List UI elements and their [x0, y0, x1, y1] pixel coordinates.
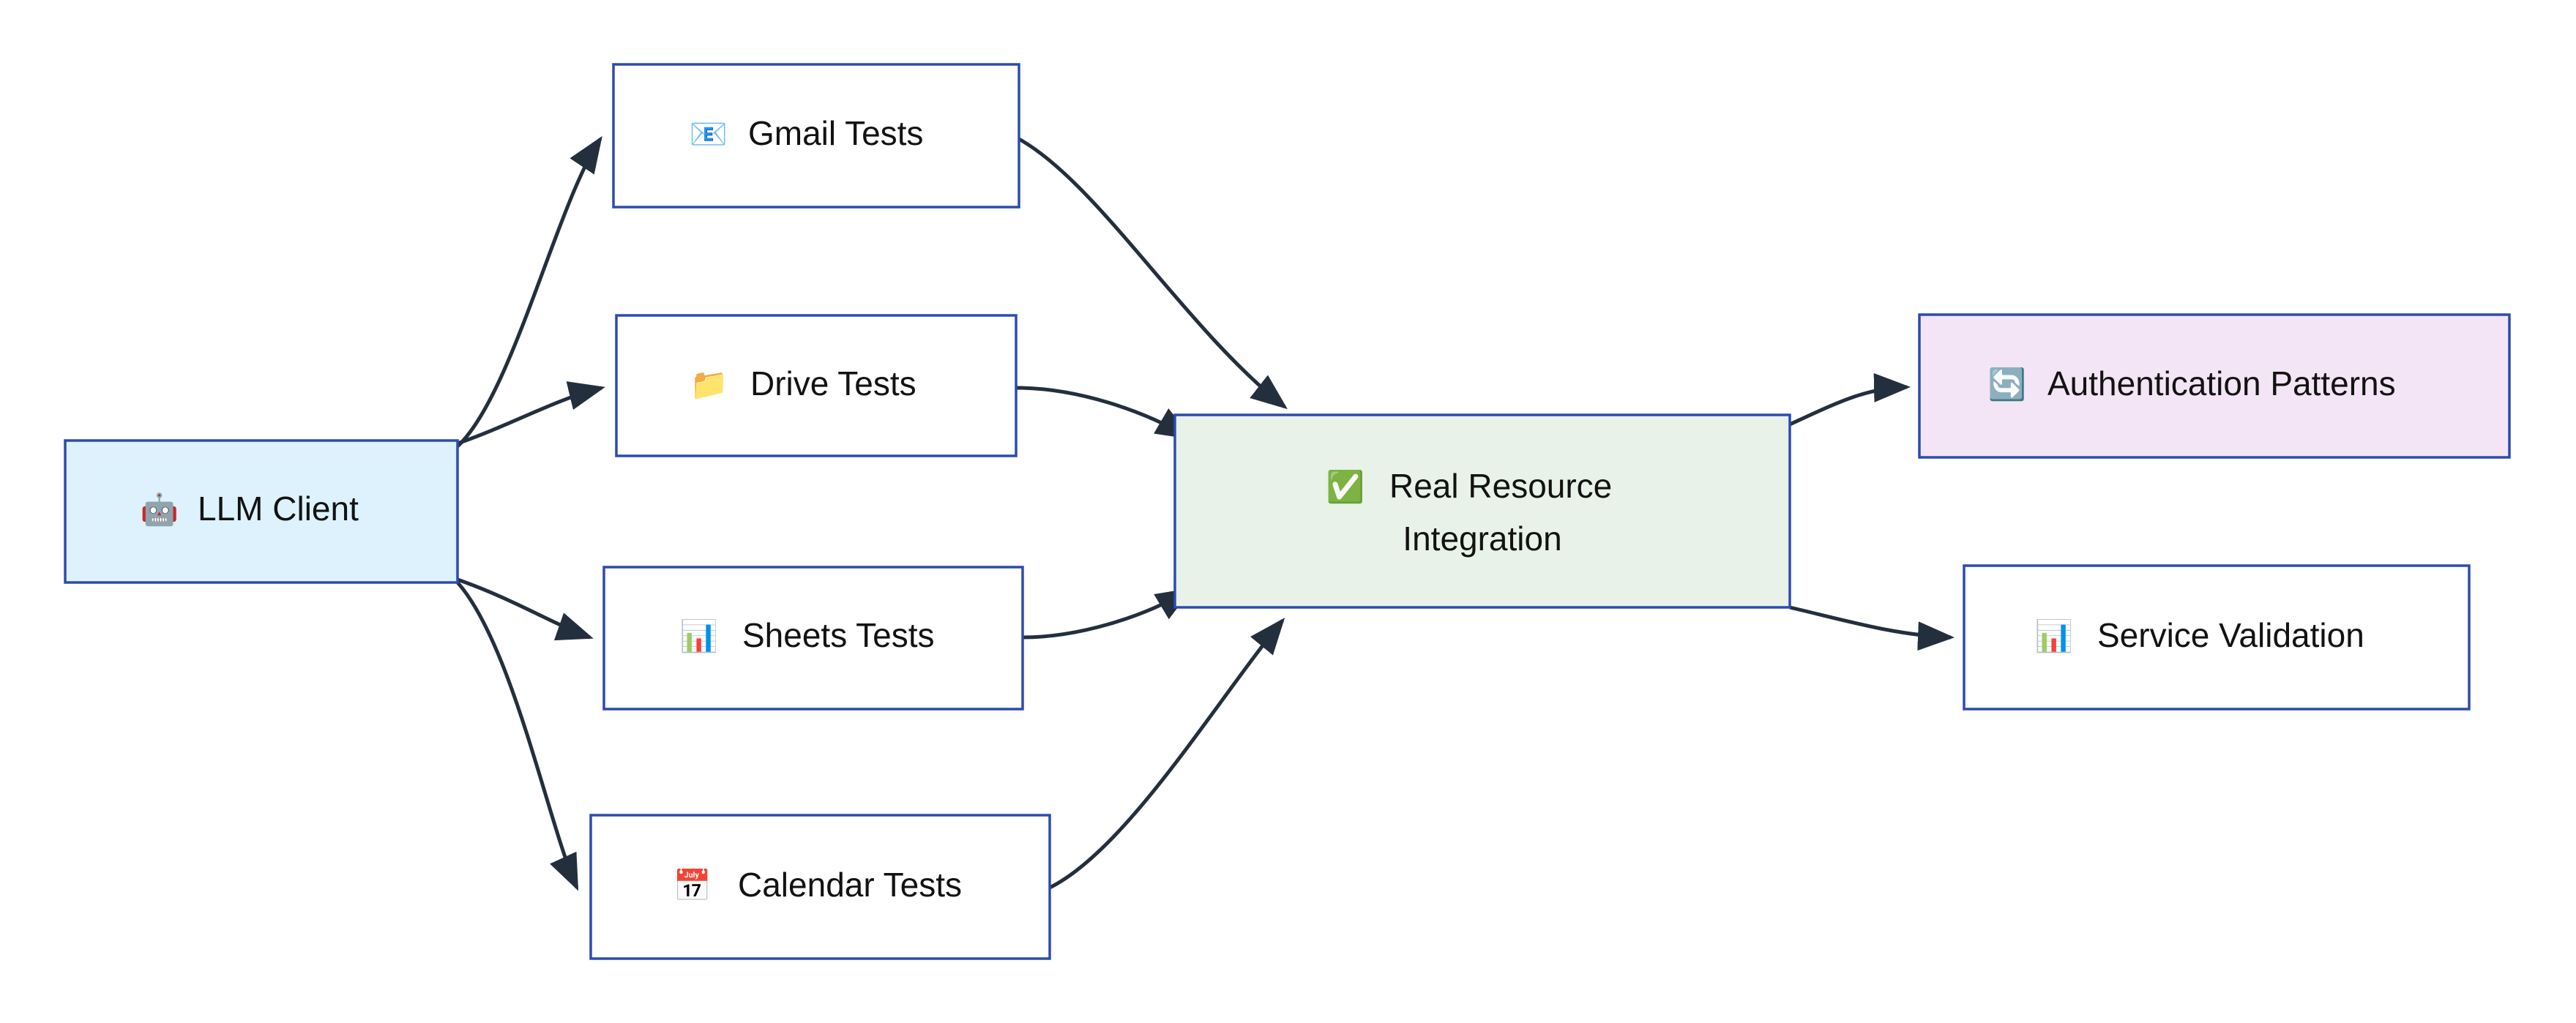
node-box-authentication-patterns[interactable]	[1918, 313, 2511, 459]
node-label-calendar-tests: Calendar Tests	[738, 866, 962, 904]
edge-llm-to-gmail	[456, 135, 602, 448]
node-box-calendar-tests[interactable]	[589, 814, 1051, 960]
check-mark-button-icon: ✅	[1326, 469, 1364, 505]
edge-core-to-auth	[1788, 372, 1911, 427]
node-box-real-resource-integration[interactable]	[1173, 413, 1791, 609]
robot-icon: 🤖	[141, 492, 179, 528]
node-label-sheets-tests: Sheets Tests	[742, 616, 935, 654]
edges-layer	[456, 135, 1955, 891]
node-llm-client[interactable]: 🤖 LLM Client	[64, 439, 459, 584]
node-box-drive-tests[interactable]	[615, 314, 1018, 457]
bar-chart-icon: 📊	[680, 618, 718, 654]
node-sheets-tests[interactable]: 📊 Sheets Tests	[602, 566, 1024, 711]
edge-calendar-to-core	[1048, 618, 1285, 890]
email-icon: 📧	[690, 116, 728, 152]
folder-icon: 📁	[690, 367, 728, 402]
node-box-llm-client[interactable]	[64, 439, 459, 584]
edge-gmail-to-core	[1018, 137, 1288, 410]
edge-llm-to-sheets	[457, 577, 594, 641]
node-label-service-validation: Service Validation	[2097, 616, 2364, 654]
node-authentication-patterns[interactable]: 🔄 Authentication Patterns	[1918, 313, 2511, 459]
edge-drive-to-core	[1015, 386, 1193, 440]
edge-core-to-service	[1789, 605, 1955, 651]
node-label-real-resource-integration-line2: Integration	[1403, 520, 1561, 558]
node-label-authentication-patterns: Authentication Patterns	[2047, 364, 2396, 402]
node-drive-tests[interactable]: 📁 Drive Tests	[615, 314, 1018, 457]
node-calendar-tests[interactable]: 📅 Calendar Tests	[589, 814, 1051, 960]
node-label-llm-client: LLM Client	[198, 490, 359, 528]
node-label-real-resource-integration: Real Resource	[1389, 467, 1612, 505]
node-box-sheets-tests[interactable]	[602, 566, 1024, 711]
edge-sheets-to-core	[1022, 588, 1193, 640]
node-gmail-tests[interactable]: 📧 Gmail Tests	[612, 63, 1020, 209]
refresh-arrows-icon: 🔄	[1988, 367, 2026, 402]
calendar-icon: 📅	[673, 868, 712, 904]
node-label-drive-tests: Drive Tests	[750, 364, 916, 402]
bar-chart-icon: 📊	[2035, 618, 2073, 654]
node-box-gmail-tests[interactable]	[612, 63, 1020, 209]
node-box-service-validation[interactable]	[1963, 564, 2471, 711]
nodes-layer: 🤖 LLM Client 📧 Gmail Tests 📁 Drive Tests 📊 Shee…	[64, 63, 2511, 960]
node-label-gmail-tests: Gmail Tests	[748, 114, 923, 152]
node-service-validation[interactable]: 📊 Service Validation	[1963, 564, 2471, 711]
edge-llm-to-drive	[457, 381, 605, 446]
edge-llm-to-calendar	[456, 581, 579, 891]
